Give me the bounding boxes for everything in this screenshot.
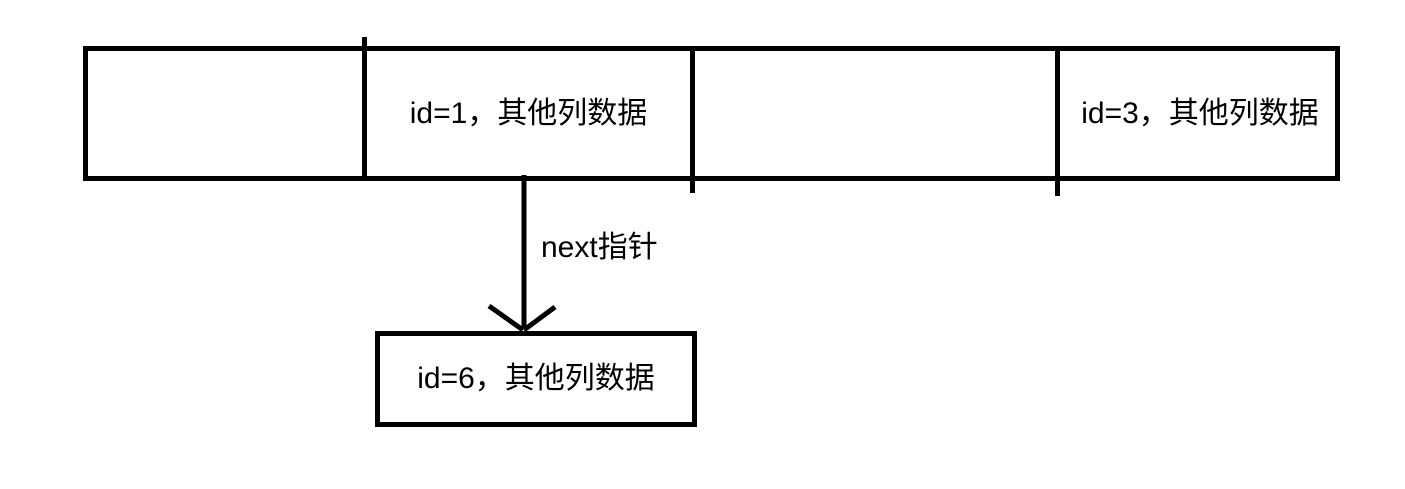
row-cell-id3: id=3，其他列数据 — [1060, 46, 1340, 181]
row-cell-empty-1 — [88, 46, 362, 181]
cell-divider-1 — [362, 37, 367, 181]
cell-divider-2 — [690, 46, 695, 193]
cell-divider-3 — [1055, 46, 1060, 196]
linked-node-box: id=6，其他列数据 — [375, 331, 697, 427]
next-pointer-label: next指针 — [541, 231, 658, 264]
row-cell-label: id=3，其他列数据 — [1081, 96, 1319, 130]
row-cell-label: id=1，其他列数据 — [409, 96, 648, 130]
row-cell-id1: id=1，其他列数据 — [367, 46, 690, 181]
linked-node-label: id=6，其他列数据 — [417, 362, 655, 395]
row-cell-empty-2 — [695, 46, 1055, 181]
page-row-rectangle — [83, 46, 1340, 181]
